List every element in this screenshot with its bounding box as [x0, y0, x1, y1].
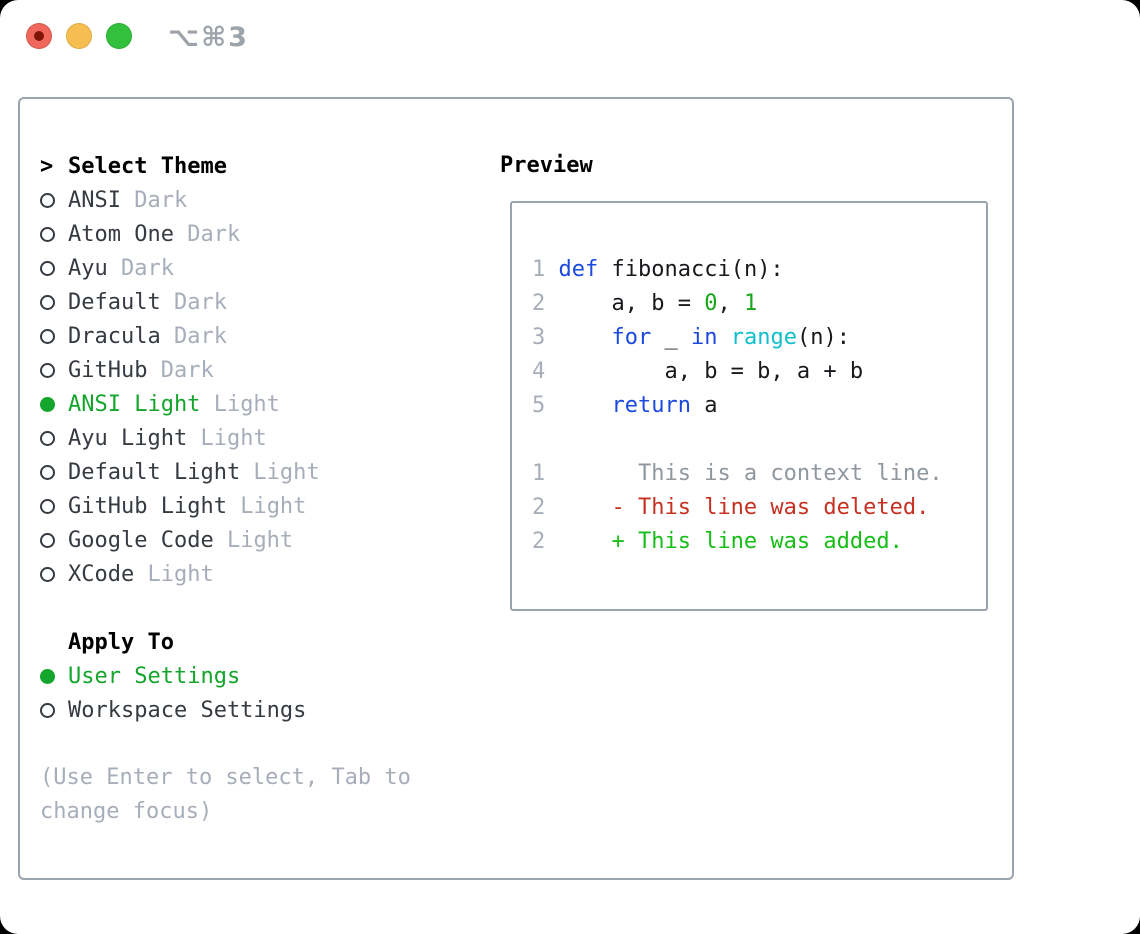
apply-to-option[interactable]: Workspace Settings — [40, 693, 470, 727]
option-label: Default — [68, 289, 161, 315]
radio-icon — [40, 464, 68, 480]
preview-title: Preview — [500, 153, 593, 178]
code-line: 4 a, b = b, a + b — [532, 359, 864, 384]
option-label: XCode — [68, 561, 135, 587]
option-label: GitHub Light — [68, 493, 227, 519]
theme-option[interactable]: Atom One Dark — [40, 217, 470, 251]
option-label: ANSI Light — [68, 391, 201, 417]
option-label: GitHub — [68, 357, 148, 383]
theme-option[interactable]: Google Code Light — [40, 523, 470, 557]
code-line: 2 a, b = 0, 1 — [532, 291, 758, 316]
theme-option[interactable]: ANSI Dark — [40, 183, 470, 217]
apply-to-title: Apply To — [68, 629, 174, 655]
option-variant-label: Light — [226, 493, 307, 519]
radio-icon — [40, 294, 68, 310]
option-variant-label: Dark — [160, 323, 227, 349]
option-variant-label: Light — [200, 391, 280, 417]
window-shortcut-label: ⌥⌘3 — [168, 22, 249, 53]
option-variant-label: Dark — [120, 187, 188, 213]
option-label: Google Code — [68, 527, 214, 553]
radio-icon — [40, 532, 68, 548]
theme-option[interactable]: XCode Light — [40, 557, 470, 591]
theme-option[interactable]: ANSI Light Light — [40, 387, 470, 421]
radio-icon — [40, 362, 68, 378]
option-label: User Settings — [68, 663, 241, 689]
option-label: ANSI — [68, 187, 121, 213]
radio-icon — [40, 192, 68, 208]
option-label: Atom One — [68, 221, 174, 247]
minimize-button[interactable] — [66, 23, 92, 49]
theme-option[interactable]: GitHub Dark — [40, 353, 470, 387]
theme-option[interactable]: Default Dark — [40, 285, 470, 319]
option-variant-label: Light — [134, 561, 214, 587]
radio-icon — [40, 430, 68, 446]
code-line: 2 + This line was added. — [532, 529, 903, 554]
radio-icon — [40, 328, 68, 344]
option-label: Default Light — [68, 459, 241, 485]
prompt-icon: > — [40, 153, 54, 179]
option-label: Dracula — [68, 323, 161, 349]
option-label: Workspace Settings — [68, 697, 307, 723]
option-label: Ayu — [68, 255, 108, 281]
theme-option[interactable]: Ayu Dark — [40, 251, 470, 285]
theme-option[interactable]: Default Light Light — [40, 455, 470, 489]
close-modified-dot-icon — [34, 31, 44, 41]
apply-to-header: Apply To — [40, 625, 470, 659]
code-line: 1 def fibonacci(n): — [532, 257, 784, 282]
option-variant-label: Dark — [147, 357, 214, 383]
radio-icon — [40, 498, 68, 514]
radio-icon — [40, 226, 68, 242]
theme-list-title: Select Theme — [68, 153, 227, 179]
code-line: 1 This is a context line. — [532, 461, 943, 486]
radio-icon — [40, 702, 68, 718]
radio-icon — [40, 566, 68, 582]
option-variant-label: Light — [240, 459, 320, 485]
titlebar: ⌥⌘3 — [0, 0, 1140, 72]
radio-selected-icon — [40, 396, 68, 412]
code-line: 3 for _ in range(n): — [532, 325, 850, 350]
option-variant-label: Light — [187, 425, 267, 451]
help-text: (Use Enter to select, Tab to change focu… — [40, 765, 411, 824]
code-line: 5 return a — [532, 393, 718, 418]
theme-option[interactable]: Dracula Dark — [40, 319, 470, 353]
option-variant-label: Dark — [107, 255, 174, 281]
theme-option[interactable]: Ayu Light Light — [40, 421, 470, 455]
option-variant-label: Dark — [160, 289, 227, 315]
theme-option[interactable]: GitHub Light Light — [40, 489, 470, 523]
apply-to-option[interactable]: User Settings — [40, 659, 470, 693]
code-line — [532, 423, 986, 457]
radio-icon — [40, 260, 68, 276]
code-line: 2 - This line was deleted. — [532, 495, 930, 520]
option-label: Ayu Light — [68, 425, 188, 451]
close-button[interactable] — [26, 23, 52, 49]
theme-list-header: > Select Theme — [40, 149, 470, 183]
preview-pane: 1 def fibonacci(n): 2 a, b = 0, 1 3 for _ … — [510, 201, 988, 611]
option-variant-label: Dark — [173, 221, 241, 247]
radio-selected-icon — [40, 668, 68, 684]
zoom-button[interactable] — [106, 23, 132, 49]
option-variant-label: Light — [213, 527, 294, 553]
